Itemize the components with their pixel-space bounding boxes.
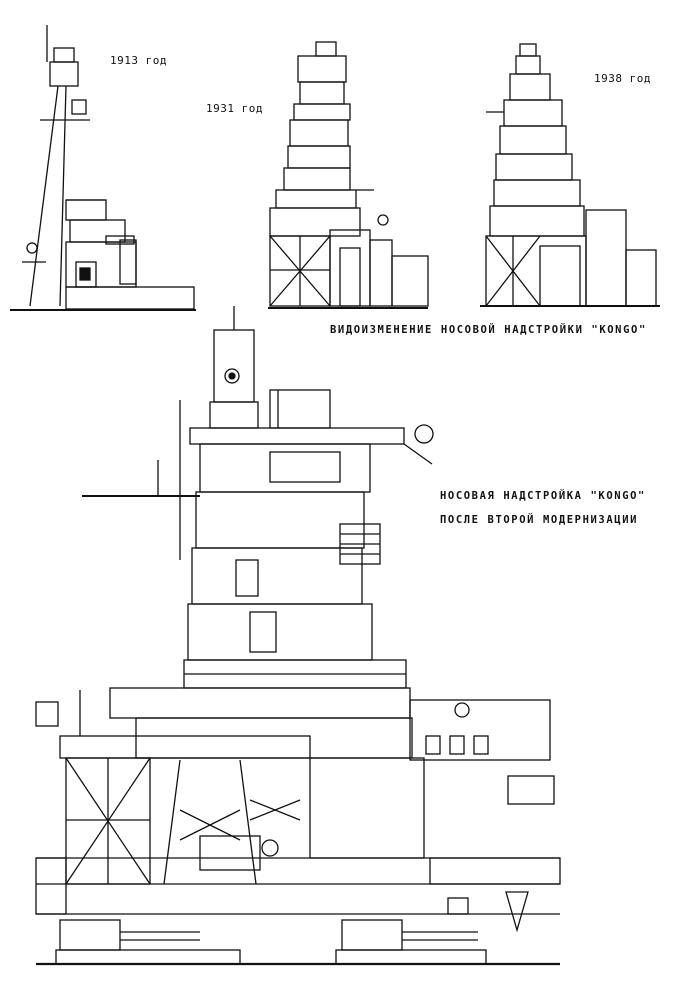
label-1931: 1931 год: [206, 102, 263, 115]
caption-evolution: ВИДОИЗМЕНЕНИЕ НОСОВОЙ НАДСТРОЙКИ "KONGO": [330, 324, 647, 336]
caption-main-line1: НОСОВАЯ НАДСТРОЙКА "KONGO": [440, 490, 646, 502]
superstructure-main: [35, 306, 561, 966]
label-1913: 1913 год: [110, 54, 167, 67]
superstructure-1931: [268, 41, 429, 309]
label-1938: 1938 год: [594, 72, 651, 85]
superstructure-1938: [480, 43, 660, 307]
superstructure-1913: [10, 25, 196, 311]
caption-main-line2: ПОСЛЕ ВТОРОЙ МОДЕРНИЗАЦИИ: [440, 514, 639, 526]
